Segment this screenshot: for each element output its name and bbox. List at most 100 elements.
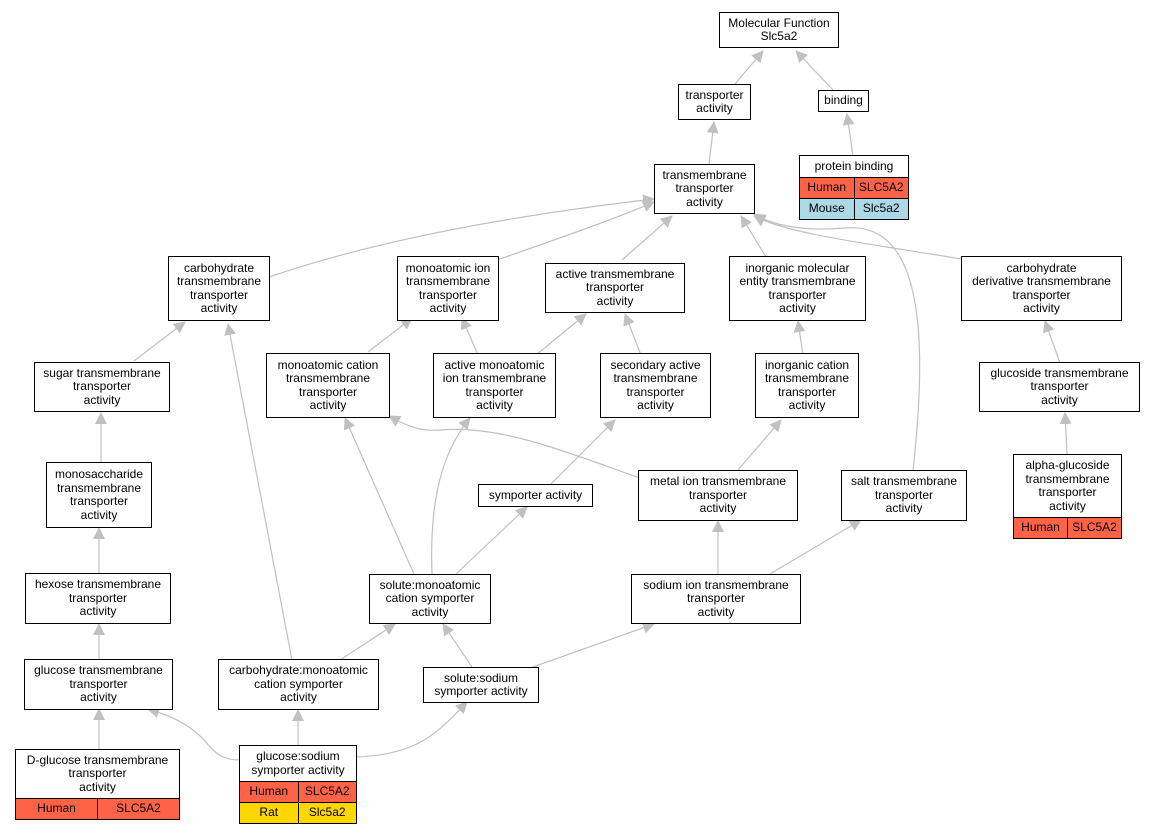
node-binding[interactable]: binding (818, 90, 869, 112)
edge-active-monoatomic-to-monoatomic-ion (460, 317, 479, 356)
edge-solute-cation-to-symporter (455, 506, 528, 575)
edge-active-monoatomic-to-active (535, 313, 587, 356)
edge-active-to-transmembrane (621, 215, 673, 261)
edge-monoatomic-cation-to-monoatomic-ion (367, 317, 413, 353)
annotation-row-human: Human SLC5A2 (800, 177, 908, 198)
edge-carb-cation-to-carbohydrate (224, 323, 293, 661)
gene-cell: SLC5A2 (297, 782, 357, 802)
edge-transmembrane-to-transporter (706, 121, 719, 165)
edge-solute-cation-to-monoatomic-cation (343, 417, 415, 575)
edge-solute-sodium-to-sodium-ion (529, 622, 655, 669)
edge-protein-binding-to-binding (842, 113, 855, 157)
edge-symporter-to-secondary-active (550, 419, 616, 485)
edge-carb-cation-to-solute-cation (339, 623, 396, 661)
gene-cell: SLC5A2 (97, 799, 179, 819)
edge-solute-cation-to-active-monoatomic (431, 417, 471, 575)
annotation-row-human: Human SLC5A2 (240, 781, 356, 802)
gene-cell: SLC5A2 (1067, 518, 1121, 538)
node-symporter-activity[interactable]: symporter activity (478, 484, 593, 507)
gene-cell: Slc5a2 (853, 199, 909, 219)
species-cell: Human (1021, 520, 1060, 535)
annotation-row-human: Human SLC5A2 (16, 798, 179, 819)
species-cell: Human (807, 180, 847, 195)
species-cell: Human (249, 784, 289, 799)
edge-salt-to-transmembrane (753, 213, 921, 472)
species-cell: Mouse (808, 201, 845, 216)
edge-inorganic-cation-to-inorganic-molecular (793, 320, 806, 356)
edge-inorganic-molecular-to-transmembrane (740, 215, 767, 258)
edge-metal-ion-to-inorganic-cation (737, 419, 782, 471)
edge-carbohydrate-to-transmembrane (268, 194, 655, 278)
annotation-row-rat: Rat Slc5a2 (240, 802, 356, 823)
edge-secondary-active-to-active (623, 313, 642, 356)
edge-solute-sodium-to-solute-cation (442, 623, 473, 668)
edge-sodium-ion-to-salt (769, 519, 862, 575)
edge-binding-to-root (795, 50, 835, 92)
node-protein-binding[interactable]: protein binding Human SLC5A2 Mouse Slc5a… (799, 155, 909, 220)
edge-alpha-glucoside-to-glucoside (1059, 412, 1072, 455)
edge-sugar-to-carbohydrate (133, 321, 186, 362)
annotation-row-human: Human SLC5A2 (1014, 517, 1121, 538)
edge-transporter-to-root (734, 50, 764, 85)
edge-metal-ion-to-monoatomic-cation (388, 415, 641, 479)
species-cell: Rat (259, 805, 279, 820)
gene-cell: Slc5a2 (297, 803, 357, 823)
node-label: binding (824, 93, 863, 108)
edge-monoatomic-ion-to-transmembrane (496, 200, 655, 261)
edge-carb-derivative-to-transmembrane (753, 215, 962, 260)
annotation-row-mouse: Mouse Slc5a2 (800, 198, 908, 219)
edge-glucoside-to-carb-derivative (1043, 320, 1061, 364)
edge-glucose-sodium-to-glucose (147, 706, 242, 761)
